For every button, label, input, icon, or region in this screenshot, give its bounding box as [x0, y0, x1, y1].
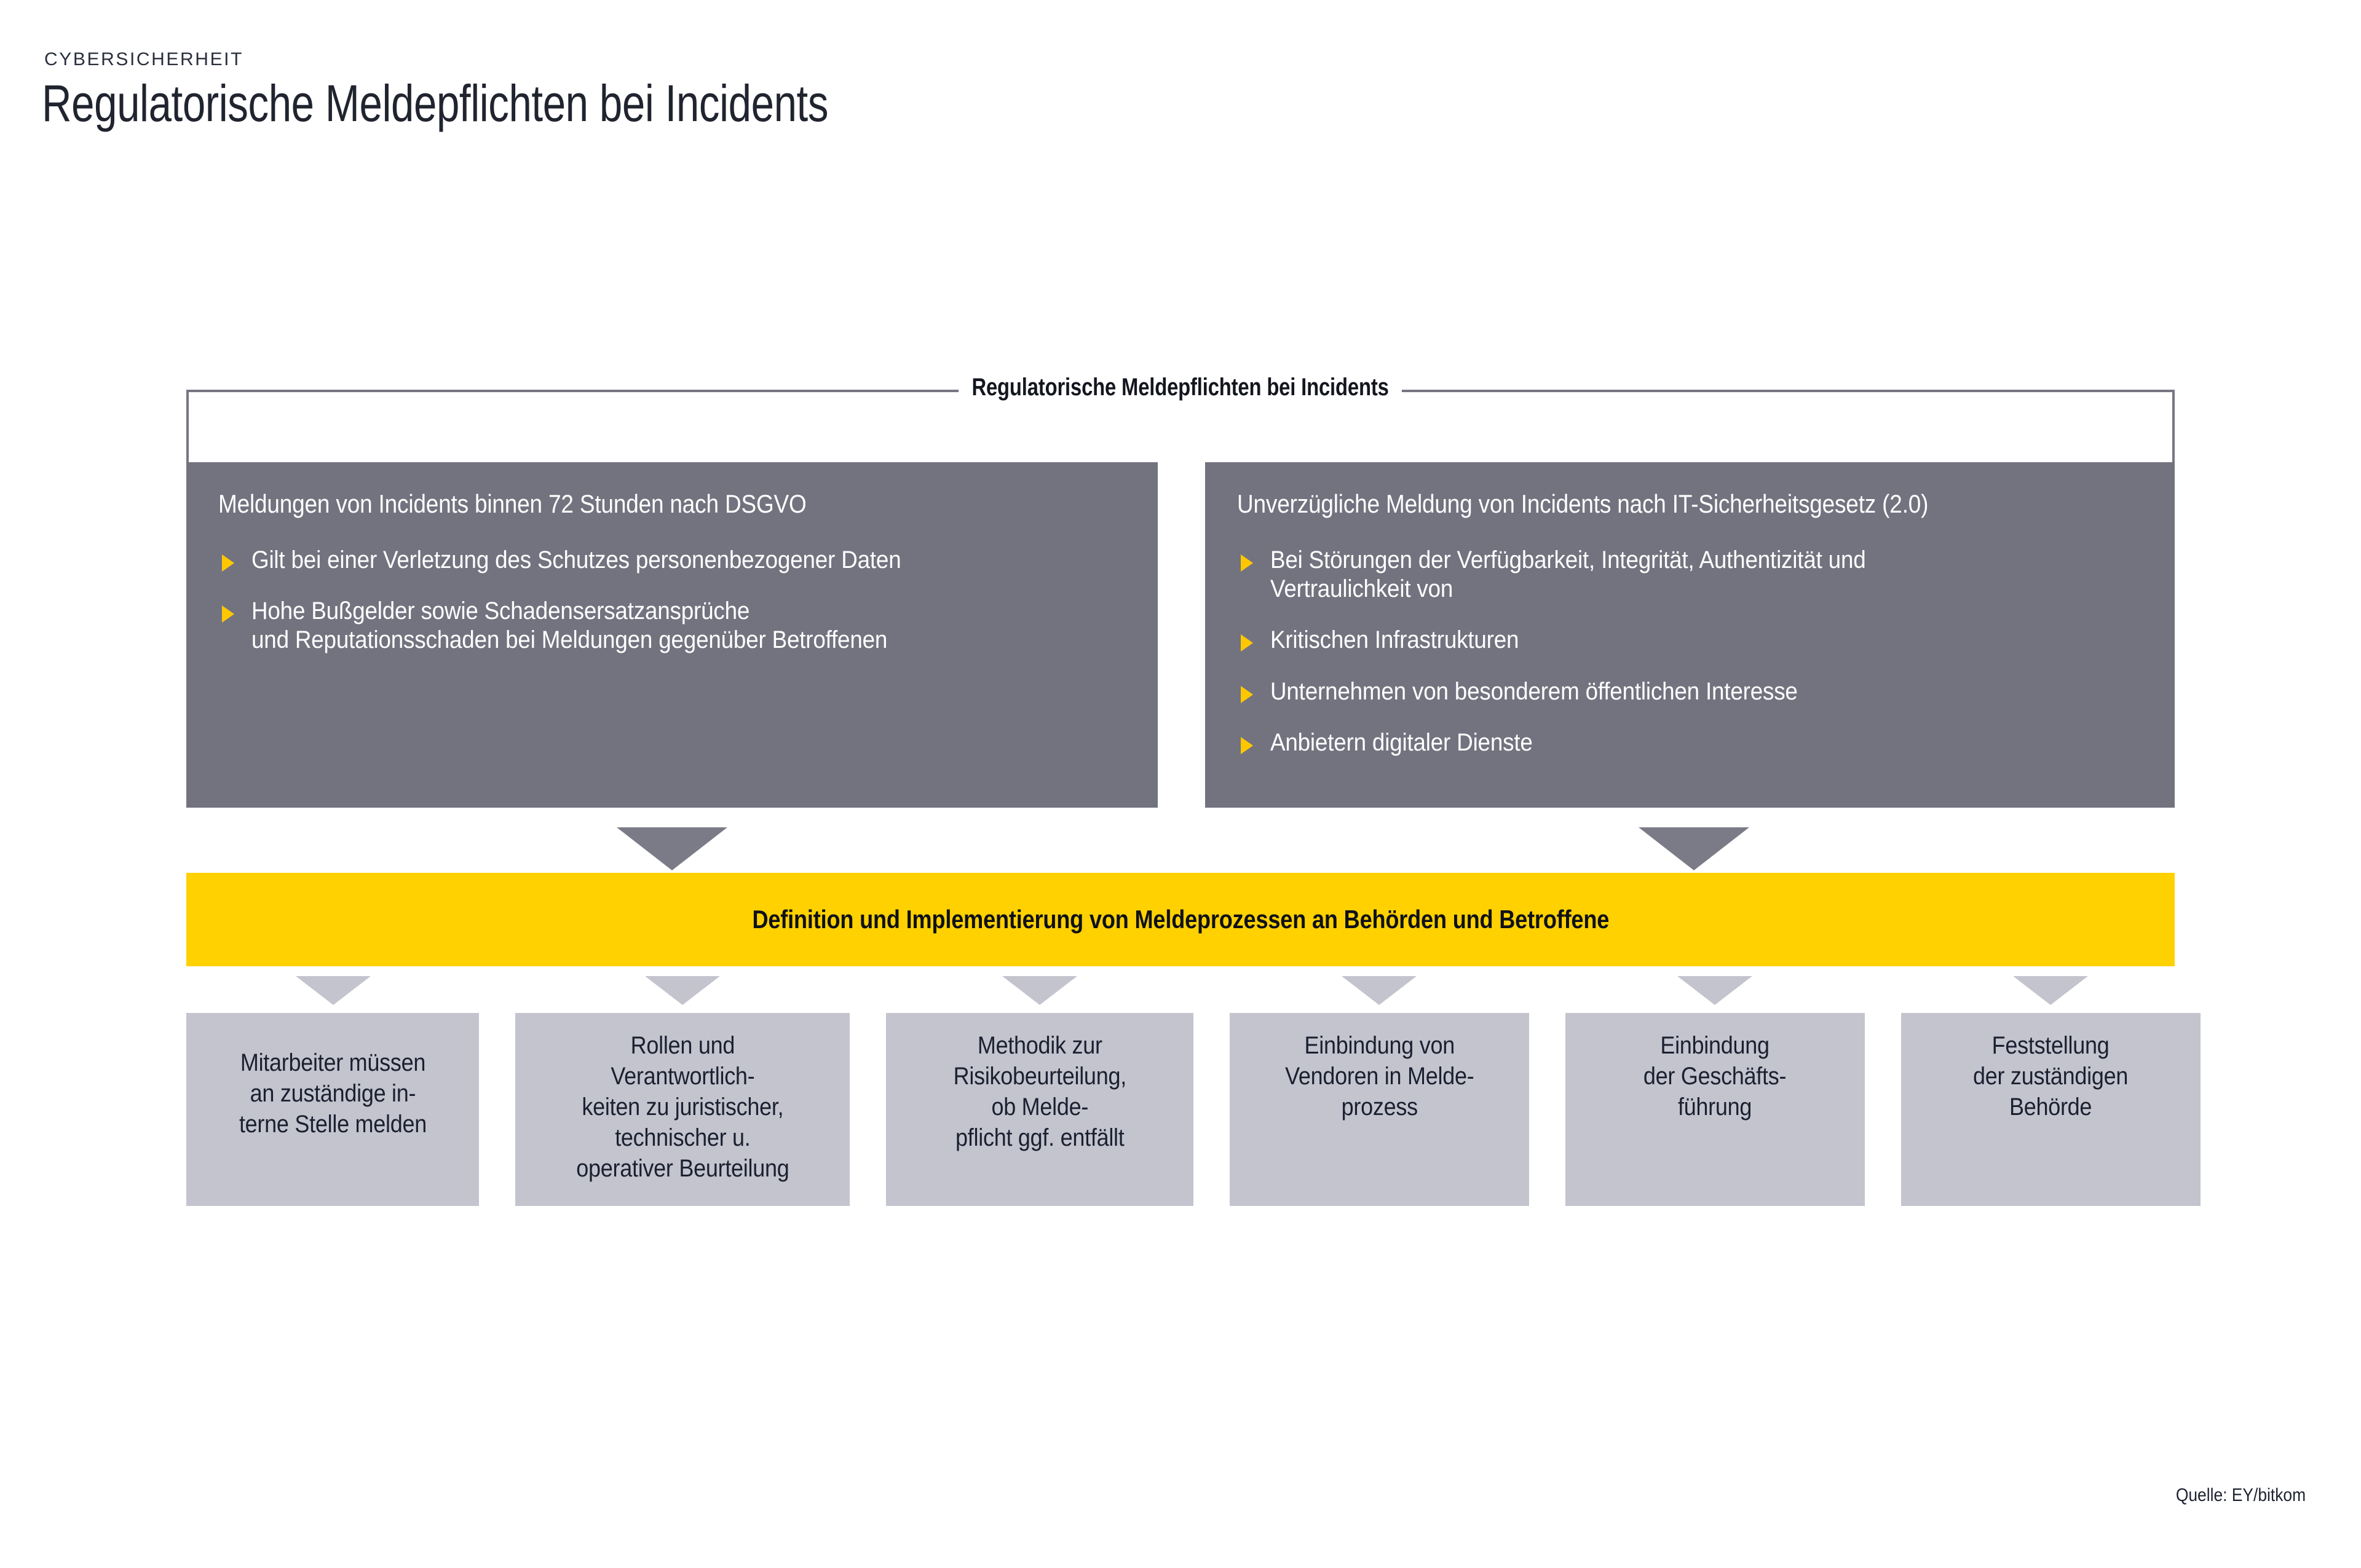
bullet-text: Anbietern digitaler Dienste	[1270, 728, 1533, 756]
outcome-box-rollen: Rollen und Verantwortlich- keiten zu jur…	[515, 1013, 850, 1206]
triangle-bullet-icon	[1241, 634, 1253, 652]
list-item: Kritischen Infrastrukturen	[1237, 626, 2143, 655]
list-item: Unternehmen von besonderem öffentlichen …	[1237, 677, 2143, 706]
bullet-text: Unternehmen von besonderem öffentlichen …	[1270, 677, 1798, 705]
panel-it-sicherheitsgesetz-bullet-list: Bei Störungen der Verfügbarkeit, Integri…	[1237, 546, 2143, 757]
triangle-bullet-icon	[1241, 736, 1253, 754]
list-item: Bei Störungen der Verfügbarkeit, Integri…	[1237, 546, 2143, 604]
diagram-frame	[186, 390, 2175, 462]
source-note: Quelle: EY/bitkom	[2175, 1485, 2306, 1505]
outcome-box-geschaeftsfuehrung: Einbindung der Geschäfts- führung	[1565, 1013, 1865, 1206]
panel-it-sicherheitsgesetz-heading: Unverzügliche Meldung von Incidents nach…	[1237, 489, 1929, 518]
bullet-text: Kritischen Infrastrukturen	[1270, 626, 1519, 654]
outcome-box-label: Rollen und Verantwortlich- keiten zu jur…	[575, 1032, 789, 1182]
panel-dsgvo-bullet-list: Gilt bei einer Verletzung des Schutzes p…	[218, 546, 1126, 655]
outcome-box-label: Einbindung von Vendoren in Melde- prozes…	[1284, 1032, 1474, 1121]
arrow-down-icon-1	[296, 976, 371, 1005]
outcome-box-behoerde: Feststellung der zuständigen Behörde	[1901, 1013, 2201, 1206]
arrow-down-icon-6	[2013, 976, 2088, 1005]
arrow-down-icon-right	[1639, 827, 1749, 870]
bullet-text: Hohe Bußgelder sowie Schadensersatzanspr…	[251, 597, 888, 654]
list-item: Anbietern digitaler Dienste	[1237, 728, 2143, 757]
panel-dsgvo-heading: Meldungen von Incidents binnen 72 Stunde…	[218, 489, 807, 518]
arrow-down-icon-4	[1342, 976, 1417, 1005]
list-item: Hohe Bußgelder sowie Schadensersatzanspr…	[218, 597, 1126, 655]
center-action-bar: Definition und Implementierung von Melde…	[186, 873, 2175, 966]
outcome-box-mitarbeiter: Mitarbeiter müssen an zuständige in- ter…	[186, 1013, 479, 1206]
list-item: Gilt bei einer Verletzung des Schutzes p…	[218, 546, 1126, 575]
arrow-down-icon-2	[645, 976, 720, 1005]
arrow-down-icon-5	[1677, 976, 1752, 1005]
outcome-box-vendoren: Einbindung von Vendoren in Melde- prozes…	[1230, 1013, 1529, 1206]
outcome-box-label: Methodik zur Risikobeurteilung, ob Melde…	[953, 1032, 1126, 1151]
triangle-bullet-icon	[1241, 685, 1253, 703]
triangle-bullet-icon	[1241, 554, 1253, 572]
triangle-bullet-icon	[222, 605, 234, 623]
outcome-box-methodik: Methodik zur Risikobeurteilung, ob Melde…	[886, 1013, 1193, 1206]
bullet-text: Gilt bei einer Verletzung des Schutzes p…	[251, 546, 901, 573]
arrow-down-icon-left	[617, 827, 727, 870]
panel-it-sicherheitsgesetz: Unverzügliche Meldung von Incidents nach…	[1205, 462, 2175, 808]
outcome-box-label: Mitarbeiter müssen an zuständige in- ter…	[239, 1049, 427, 1138]
outcome-box-label: Feststellung der zuständigen Behörde	[1973, 1032, 2129, 1121]
outcome-box-label: Einbindung der Geschäfts- führung	[1643, 1032, 1787, 1121]
page-title: Regulatorische Meldepflichten bei Incide…	[42, 74, 829, 132]
center-action-bar-label: Definition und Implementierung von Melde…	[752, 905, 1609, 934]
bullet-text: Bei Störungen der Verfügbarkeit, Integri…	[1270, 546, 1866, 603]
arrow-down-icon-3	[1002, 976, 1077, 1005]
panel-dsgvo: Meldungen von Incidents binnen 72 Stunde…	[186, 462, 1158, 808]
triangle-bullet-icon	[222, 554, 234, 572]
section-kicker: CYBERSICHERHEIT	[44, 49, 244, 69]
